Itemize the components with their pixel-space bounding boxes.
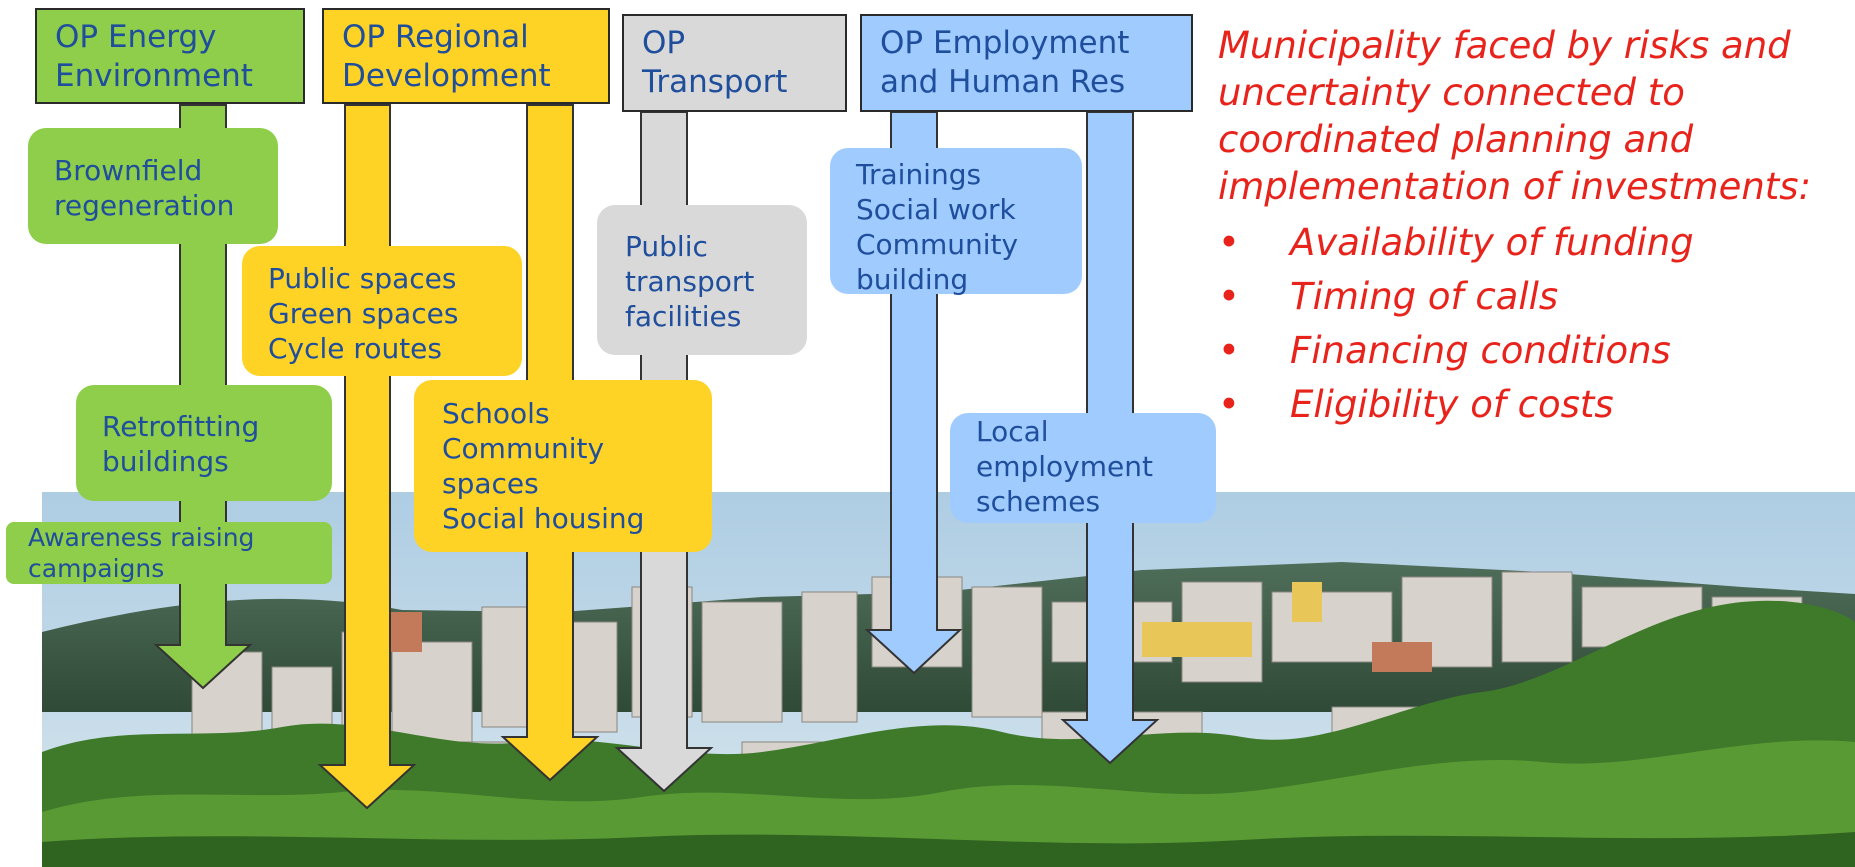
card-line: Local [976, 415, 1049, 448]
risk-item-label: Timing of calls [1290, 275, 1559, 318]
bullet-icon: • [1218, 221, 1240, 264]
risk-item: • Financing conditions [1218, 324, 1848, 378]
card-line: Green spaces [268, 297, 459, 330]
card-line: building [856, 263, 969, 296]
header-line: OP Energy [55, 19, 217, 55]
card-brownfield-regeneration: Brownfield regeneration [28, 128, 278, 244]
header-line: OP Employment [880, 25, 1130, 61]
header-op-energy: OP Energy Environment [35, 8, 305, 104]
card-line: Retrofitting [102, 410, 260, 443]
header-line: OP [642, 25, 686, 61]
risk-statement: Municipality faced by risks and uncertai… [1218, 22, 1848, 432]
header-op-regional: OP Regional Development [322, 8, 610, 104]
risk-item: • Eligibility of costs [1218, 378, 1848, 432]
header-line: OP Regional [342, 19, 529, 55]
header-line: and Human Res [880, 64, 1126, 100]
risk-intro-line: Municipality faced by risks and [1218, 24, 1791, 67]
card-line: Brownfield [54, 154, 203, 187]
risk-intro-line: coordinated planning and [1218, 118, 1694, 161]
card-line: Social housing [442, 502, 645, 535]
card-line: Cycle routes [268, 332, 442, 365]
card-schools: Schools Community spaces Social housing [414, 380, 712, 552]
card-line: Social work [856, 193, 1016, 226]
risk-intro-line: implementation of investments: [1218, 165, 1812, 208]
header-line: Transport [642, 64, 788, 100]
bullet-icon: • [1218, 275, 1240, 318]
risk-item-label: Availability of funding [1290, 221, 1694, 264]
card-line: spaces [442, 467, 539, 500]
card-line: Trainings [856, 158, 982, 191]
card-line: Public [625, 230, 708, 263]
risk-list: • Availability of funding • Timing of call… [1218, 216, 1848, 432]
risk-item-label: Financing conditions [1290, 329, 1671, 372]
card-line: schemes [976, 485, 1101, 518]
header-line: Development [342, 58, 551, 94]
bullet-icon: • [1218, 329, 1240, 372]
card-awareness-raising: Awareness raising campaigns [6, 522, 332, 584]
risk-item: • Timing of calls [1218, 270, 1848, 324]
card-line: Community [442, 432, 605, 465]
card-line: buildings [102, 445, 229, 478]
risk-item-label: Eligibility of costs [1290, 383, 1614, 426]
card-line: transport [625, 265, 755, 298]
card-line: Public spaces [268, 262, 457, 295]
card-retrofitting-buildings: Retrofitting buildings [76, 385, 332, 501]
bullet-icon: • [1218, 383, 1240, 426]
header-line: Environment [55, 58, 253, 94]
card-line: Community [856, 228, 1019, 261]
card-public-transport: Public transport facilities [597, 205, 807, 355]
card-local-employment: Local employment schemes [950, 413, 1216, 523]
risk-item: • Availability of funding [1218, 216, 1848, 270]
card-line: campaigns [28, 554, 165, 583]
header-op-transport: OP Transport [622, 14, 847, 112]
card-trainings: Trainings Social work Community building [830, 148, 1082, 296]
card-line: Awareness raising [28, 523, 255, 552]
card-line: employment [976, 450, 1153, 483]
card-line: regeneration [54, 189, 235, 222]
header-op-employment: OP Employment and Human Res [860, 14, 1193, 112]
card-line: facilities [625, 300, 742, 333]
regional-arrow-1 [317, 104, 417, 810]
card-line: Schools [442, 397, 550, 430]
card-public-spaces: Public spaces Green spaces Cycle routes [242, 246, 522, 376]
risk-intro-line: uncertainty connected to [1218, 71, 1685, 114]
